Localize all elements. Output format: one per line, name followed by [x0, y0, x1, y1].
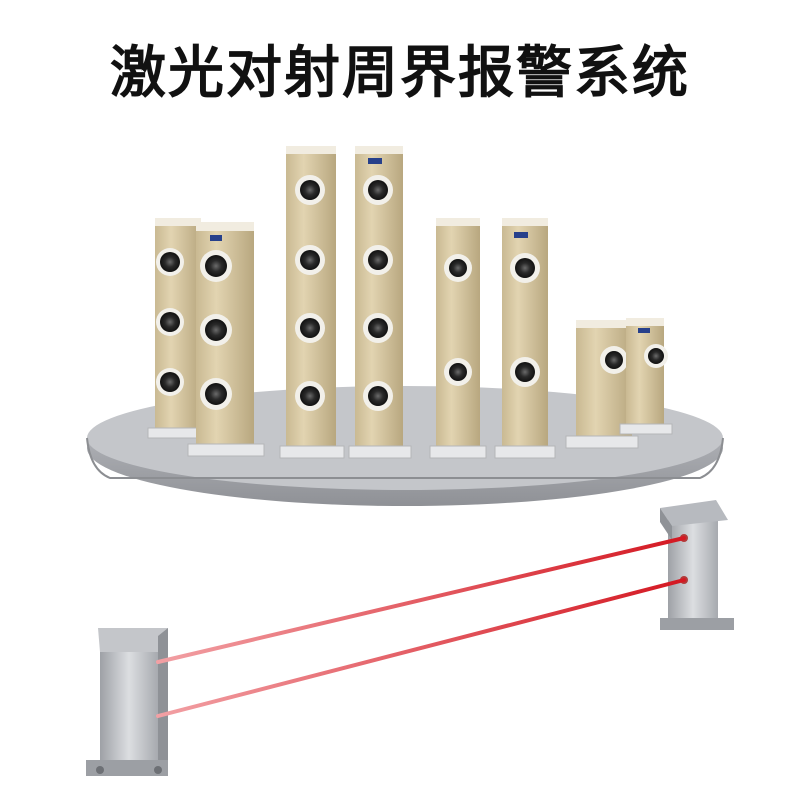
lens-icon: [644, 344, 668, 368]
detector-1beam-b: [619, 318, 673, 435]
left-steel-post: [86, 628, 168, 776]
product-title: 激光对射周界报警系统: [110, 41, 690, 106]
lens-icon: [295, 175, 325, 411]
right-steel-post: [660, 500, 734, 630]
laser-beam-lower: [156, 578, 686, 718]
detector-3beam-left-b: [187, 222, 265, 457]
detector-1beam-a: [565, 320, 639, 449]
detector-3beam-left-a: [147, 218, 209, 439]
detector-4beam-a: [279, 146, 345, 459]
lens-icon: [363, 175, 393, 411]
lens-icon: [444, 254, 472, 386]
lens-icon: [600, 346, 628, 374]
laser-beam-upper: [156, 536, 686, 664]
lens-icon: [200, 250, 232, 410]
laser-beam-illustration: [86, 500, 734, 776]
lens-icon: [156, 248, 184, 396]
detector-2beam-b: [494, 218, 556, 459]
lens-icon: [510, 253, 540, 387]
detector-4beam-b: [348, 146, 412, 459]
detector-2beam-a: [429, 218, 487, 459]
